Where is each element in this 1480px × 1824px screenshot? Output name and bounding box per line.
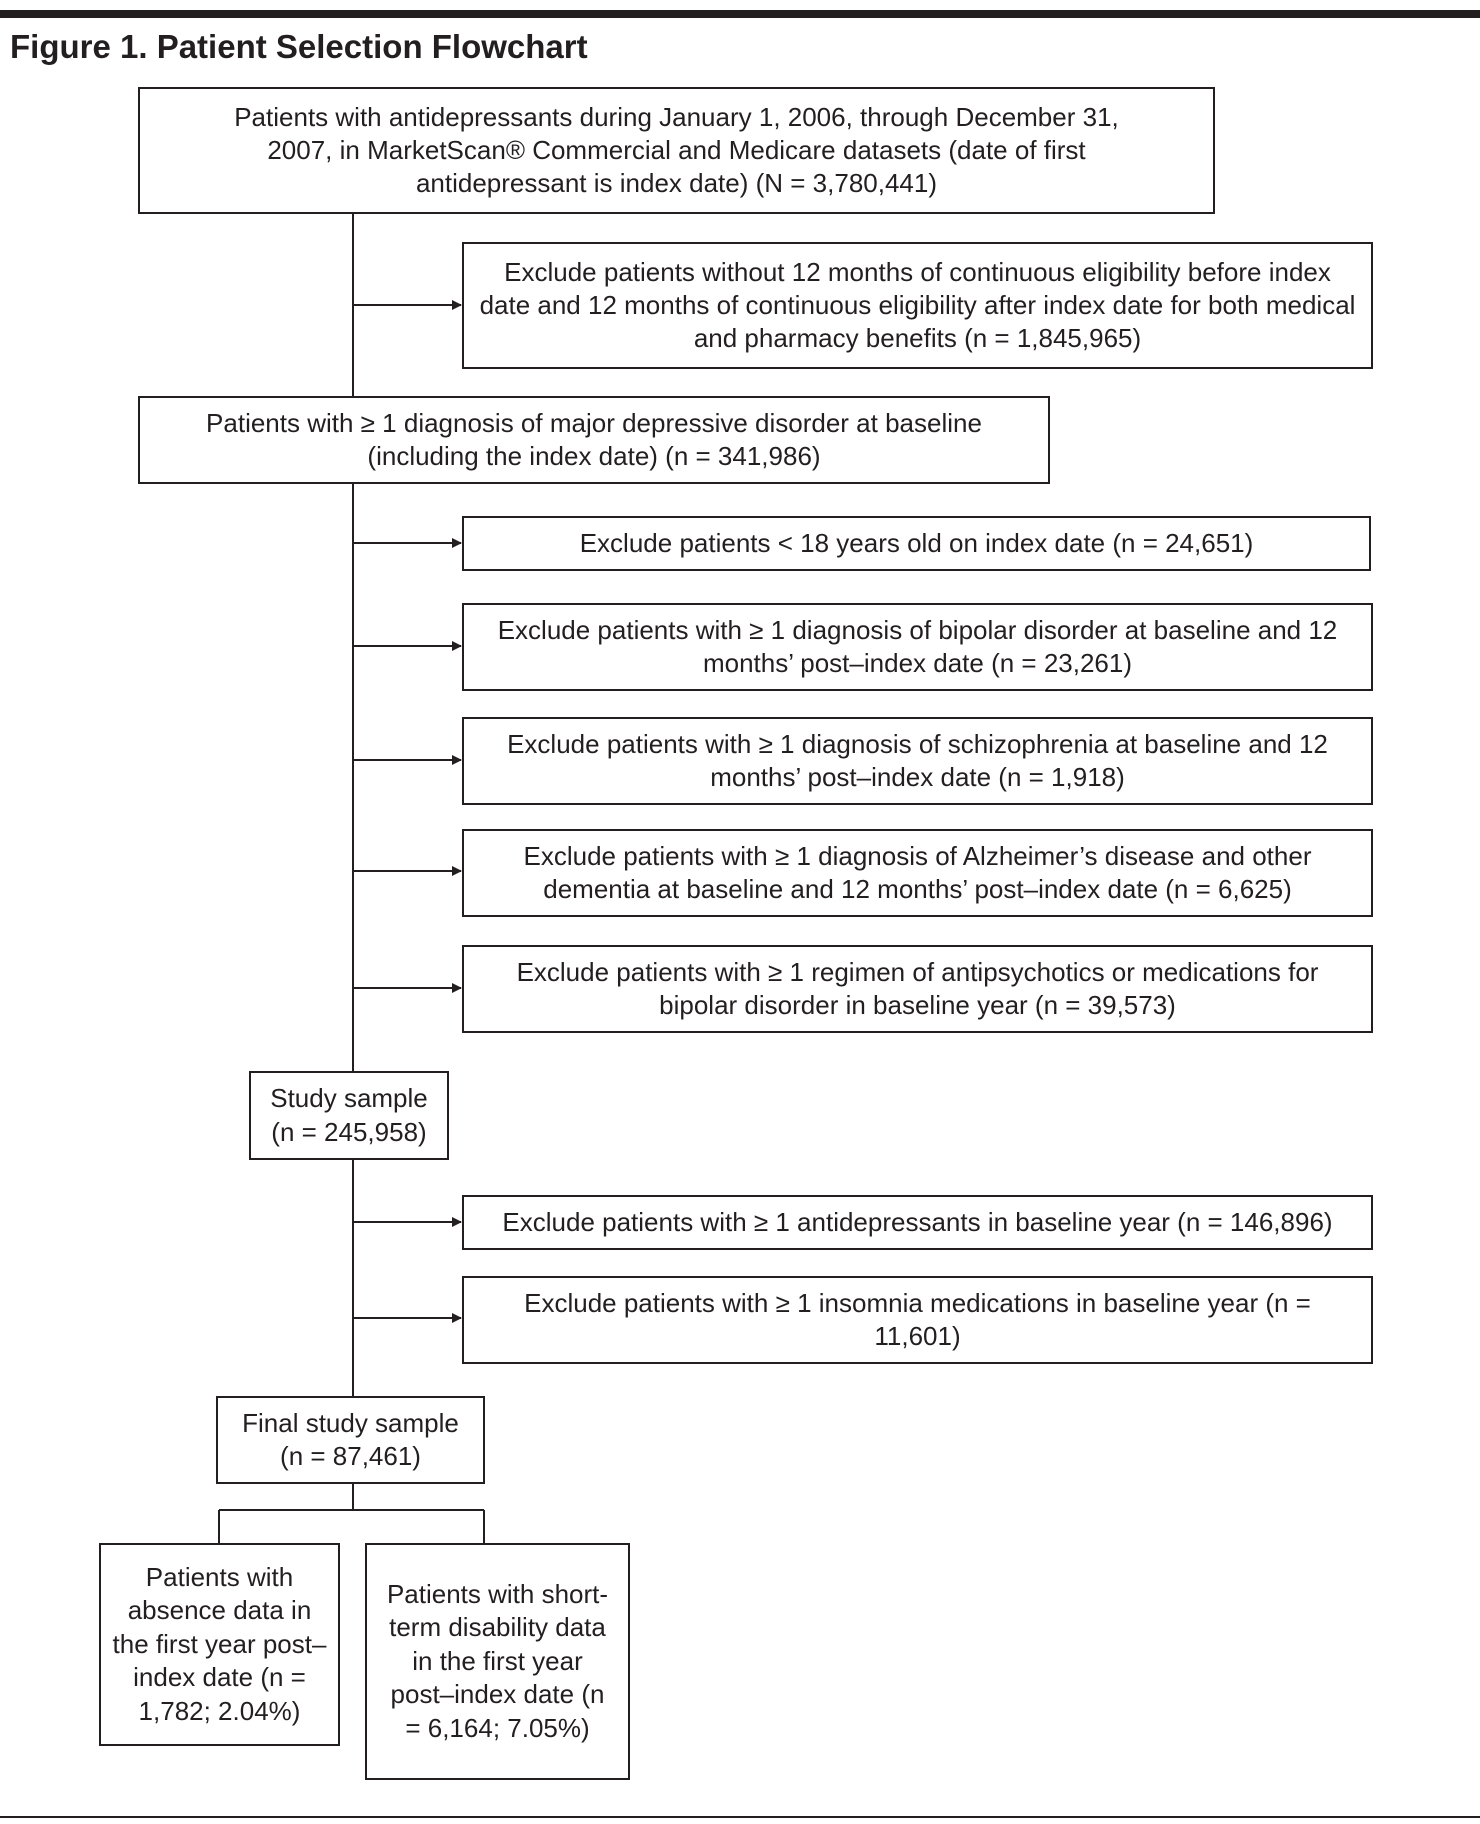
absence-data-box: Patients with absence data in the first … <box>99 1543 340 1746</box>
exclude-bipolar-text: Exclude patients with ≥ 1 diagnosis of b… <box>497 615 1338 678</box>
initial-population-text: Patients with antidepressants during Jan… <box>234 102 1119 198</box>
exclude-antidepressants-box: Exclude patients with ≥ 1 antidepressant… <box>462 1195 1373 1250</box>
figure-title: Figure 1. Patient Selection Flowchart <box>10 28 588 65</box>
mdd-patients-box: Patients with ≥ 1 diagnosis of major dep… <box>138 396 1050 484</box>
study-sample-text: Study sample (n = 245,958) <box>270 1083 428 1147</box>
absence-data-text: Patients with absence data in the first … <box>112 1561 327 1726</box>
exclude-bipolar-box: Exclude patients with ≥ 1 diagnosis of b… <box>462 603 1373 691</box>
exclude-alzheimers-text: Exclude patients with ≥ 1 diagnosis of A… <box>523 841 1312 904</box>
initial-population-box: Patients with antidepressants during Jan… <box>138 87 1215 214</box>
exclude-insomnia-text: Exclude patients with ≥ 1 insomnia medic… <box>524 1288 1311 1351</box>
exclude-antipsychotics-text: Exclude patients with ≥ 1 regimen of ant… <box>516 957 1319 1020</box>
final-sample-text: Final study sample (n = 87,461) <box>242 1407 459 1472</box>
final-sample-box: Final study sample (n = 87,461) <box>216 1396 485 1484</box>
exclude-antidepressants-text: Exclude patients with ≥ 1 antidepressant… <box>502 1207 1333 1237</box>
exclude-schizophrenia-text: Exclude patients with ≥ 1 diagnosis of s… <box>507 729 1328 792</box>
mdd-patients-text: Patients with ≥ 1 diagnosis of major dep… <box>206 408 982 471</box>
bottom-rule <box>0 1816 1480 1818</box>
exclude-insomnia-box: Exclude patients with ≥ 1 insomnia medic… <box>462 1276 1373 1364</box>
exclude-eligibility-text: Exclude patients without 12 months of co… <box>479 257 1356 353</box>
exclude-antipsychotics-box: Exclude patients with ≥ 1 regimen of ant… <box>462 945 1373 1033</box>
disability-data-box: Patients with short-term disability data… <box>365 1543 630 1780</box>
exclude-alzheimers-box: Exclude patients with ≥ 1 diagnosis of A… <box>462 829 1373 917</box>
exclude-schizophrenia-box: Exclude patients with ≥ 1 diagnosis of s… <box>462 717 1373 805</box>
exclude-age-box: Exclude patients < 18 years old on index… <box>462 516 1371 571</box>
study-sample-box: Study sample (n = 245,958) <box>249 1071 449 1160</box>
top-rule <box>0 10 1480 18</box>
exclude-age-text: Exclude patients < 18 years old on index… <box>579 528 1254 558</box>
disability-data-text: Patients with short-term disability data… <box>386 1578 609 1743</box>
exclude-eligibility-box: Exclude patients without 12 months of co… <box>462 242 1373 369</box>
